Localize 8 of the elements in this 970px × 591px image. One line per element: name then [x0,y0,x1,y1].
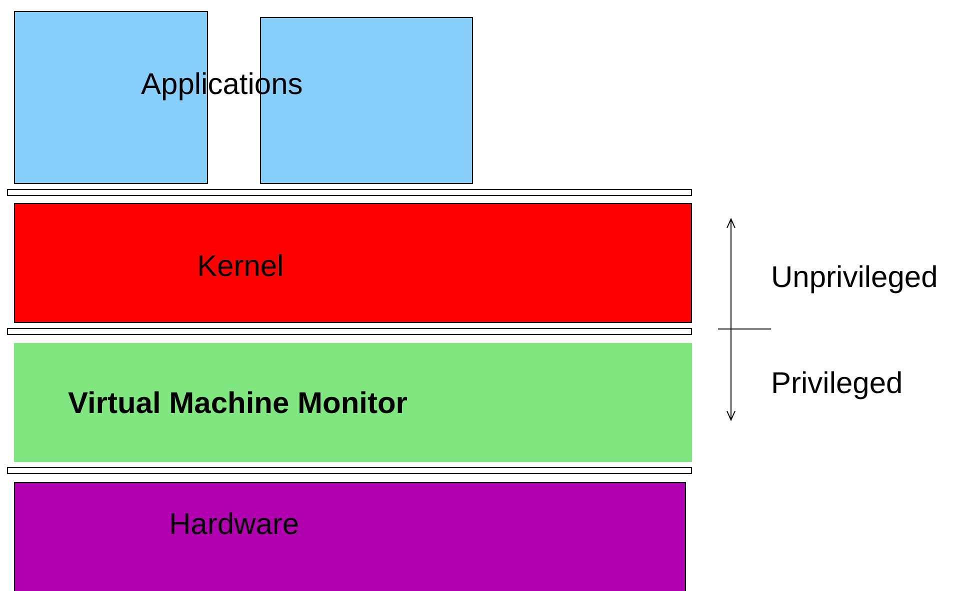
layer-label: Virtual Machine Monitor [68,389,408,419]
mode-label: Privileged [771,369,903,399]
layer-box [14,482,686,591]
layer-box [14,343,692,462]
mode-label: Unprivileged [771,263,938,293]
layer-label: Hardware [169,510,300,540]
layer-box [14,203,692,323]
layer-label: Kernel [197,252,284,282]
